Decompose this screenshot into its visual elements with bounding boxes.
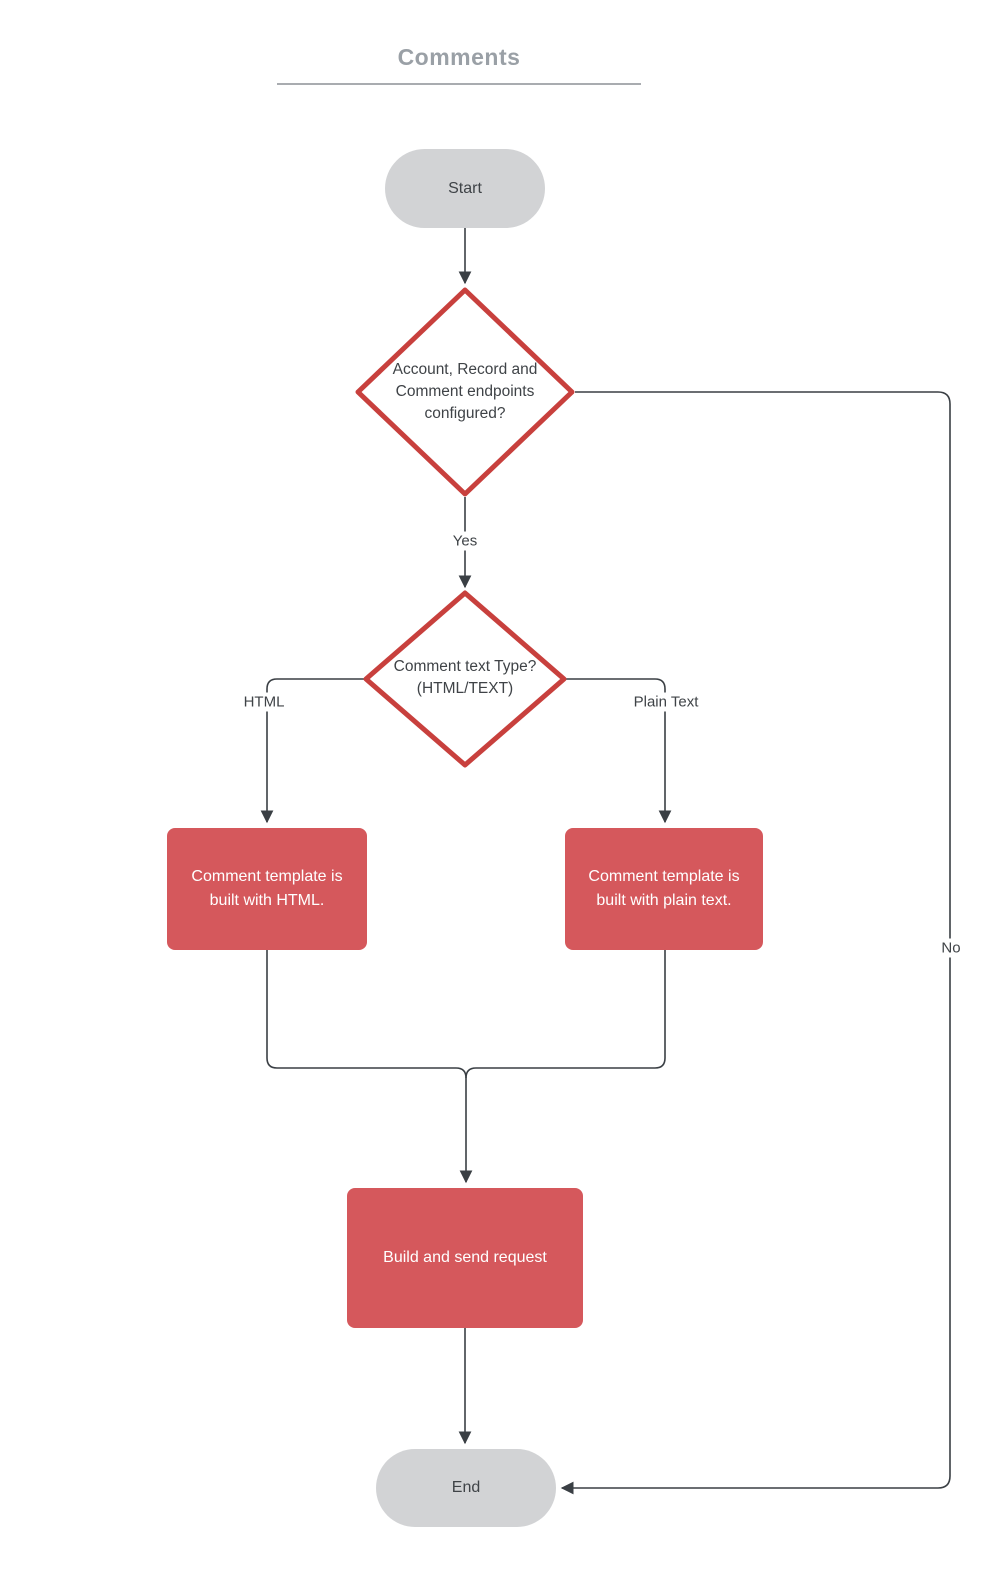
decision-endpoints-shape xyxy=(355,287,575,497)
start-label: Start xyxy=(448,179,482,197)
plain-template-label: Comment template is built with plain tex… xyxy=(588,868,740,909)
html-template-label: Comment template is built with HTML. xyxy=(191,868,343,909)
edge-label-html: HTML xyxy=(239,692,289,712)
edge-plain-to-merge xyxy=(465,950,666,1079)
plain-template-node: Comment template is built with plain tex… xyxy=(565,828,763,950)
edge-html xyxy=(260,678,366,824)
edge-html-to-build xyxy=(266,950,473,1184)
html-template-node: Comment template is built with HTML. xyxy=(167,828,367,950)
edge-label-no: No xyxy=(937,938,965,958)
decision-endpoints-label: Account, Record and Comment endpoints co… xyxy=(392,361,538,422)
build-send-node: Build and send request xyxy=(347,1188,583,1328)
page-title: Comments xyxy=(397,44,521,70)
end-node: End xyxy=(376,1449,556,1527)
decision-text-type-label: Comment text Type? (HTML/TEXT) xyxy=(393,658,537,697)
decision-text-type-shape xyxy=(363,590,567,768)
edge-plain-text xyxy=(566,678,672,824)
end-label: End xyxy=(451,1479,481,1496)
start-node: Start xyxy=(385,149,545,228)
edge-label-plain-text: Plain Text xyxy=(629,692,703,712)
title-underline xyxy=(277,83,641,85)
build-send-label: Build and send request xyxy=(383,1249,547,1266)
edge-label-yes: Yes xyxy=(448,531,482,551)
